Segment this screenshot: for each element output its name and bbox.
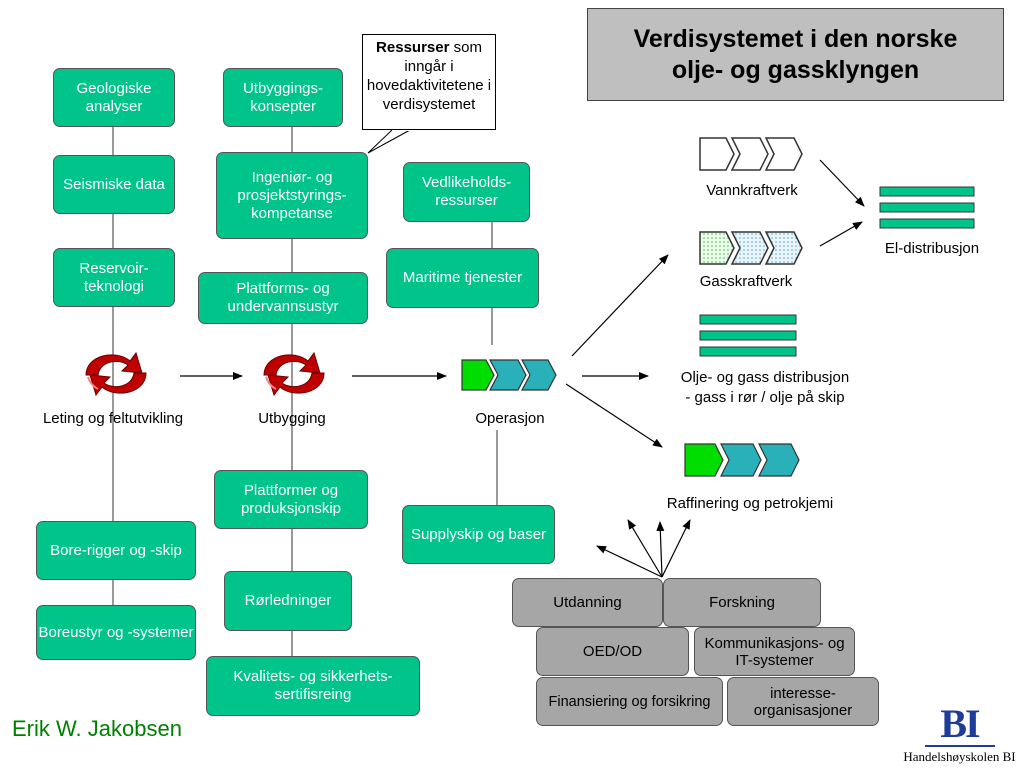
resources-callout: Ressurser som inngår i hovedaktivitetene… [362, 34, 496, 130]
callout-pointer [367, 129, 411, 154]
arrow-operasjon-to-gasskraftverk [571, 254, 669, 357]
stage-label-leting: Leting og feltutvikling [42, 410, 184, 427]
arrow-support-2 [627, 519, 663, 578]
title-line-2: olje- og gassklyngen [671, 55, 920, 84]
bi-logo: BI Handelshøyskolen BI [897, 703, 1022, 765]
arrow-vannkraft-to-el [819, 159, 865, 207]
arrow-gasskraft-to-el [819, 221, 863, 247]
box-ingenior-kompetanse: Ingeniør- og prosjektstyrings-kompetanse [216, 152, 368, 239]
chevron-process-icon-raffinering [684, 443, 800, 477]
cycle-arrows-icon-leting [85, 351, 147, 397]
label-el-distribusjon: El-distribusjon [884, 240, 980, 257]
arrow-support-3 [656, 521, 665, 578]
box-boreustyr: Boreustyr og -systemer [36, 605, 196, 660]
box-oed-od: OED/OD [536, 627, 689, 676]
box-vedlikeholdsressurser: Vedlikeholds-ressurser [403, 162, 530, 222]
label-gasskraftverk: Gasskraftverk [699, 273, 793, 290]
chevron-process-icon-vannkraftverk [699, 137, 803, 171]
cycle-arrows-icon-utbygging [263, 351, 325, 397]
arrow-support-1 [596, 545, 663, 578]
box-bore-rigger: Bore-rigger og -skip [36, 521, 196, 580]
box-plattformer-produksjonskip: Plattformer og produksjonskip [214, 470, 368, 529]
box-maritime-tjenester: Maritime tjenester [386, 248, 539, 308]
arrow-support-4 [661, 519, 691, 578]
author-name: Erik W. Jakobsen [12, 716, 182, 741]
label-raffinering: Raffinering og petrokjemi [666, 495, 834, 512]
box-utbyggingskonsepter: Utbyggings-konsepter [223, 68, 343, 127]
box-finansiering-forsikring: Finansiering og forsikring [536, 677, 723, 726]
arrow-operasjon-to-raffinering [565, 383, 663, 448]
label-olje-gass-line-1: Olje- og gass distribusjon [680, 369, 850, 386]
stage-label-utbygging: Utbygging [258, 410, 326, 427]
box-supplyskip-baser: Supplyskip og baser [402, 505, 555, 564]
box-geologiske-analyser: Geologiske analyser [53, 68, 175, 127]
callout-text: som inngår i hovedaktivitetene i verdisy… [366, 39, 492, 113]
box-seismiske-data: Seismiske data [53, 155, 175, 214]
chevron-process-icon-gasskraftverk [699, 231, 803, 265]
label-vannkraftverk: Vannkraftverk [706, 182, 798, 199]
box-reservoir-teknologi: Reservoir-teknologi [53, 248, 175, 307]
box-forskning: Forskning [663, 578, 821, 627]
box-plattforms-undervannsustyr: Plattforms- og undervannsustyr [198, 272, 368, 324]
callout-bold: Ressurser [376, 39, 450, 56]
title-line-1: Verdisystemet i den norske [633, 24, 958, 53]
box-kvalitets-sertifisering: Kvalitets- og sikkerhets-sertifisreing [206, 656, 420, 716]
bi-logo-school: Handelshøyskolen BI [903, 749, 1016, 764]
stacked-bars-icon-el-distribusjon [879, 186, 975, 229]
chevron-process-icon-operasjon [461, 359, 557, 391]
label-olje-gass-line-2: - gass i rør / olje på skip [685, 389, 845, 406]
box-interesseorganisasjoner: interesse-organisasjoner [727, 677, 879, 726]
box-kommunikasjon-it: Kommunikasjons- og IT-systemer [694, 627, 855, 676]
box-rorledninger: Rørledninger [224, 571, 352, 631]
bi-logo-mark: BI [940, 701, 980, 746]
label-olje-gass-distribusjon: Olje- og gass distribusjon - gass i rør … [662, 368, 868, 408]
box-utdanning: Utdanning [512, 578, 663, 627]
bi-logo-rule [924, 745, 995, 747]
stage-label-operasjon: Operasjon [475, 410, 545, 427]
stacked-bars-icon-olje-gass [699, 314, 797, 357]
